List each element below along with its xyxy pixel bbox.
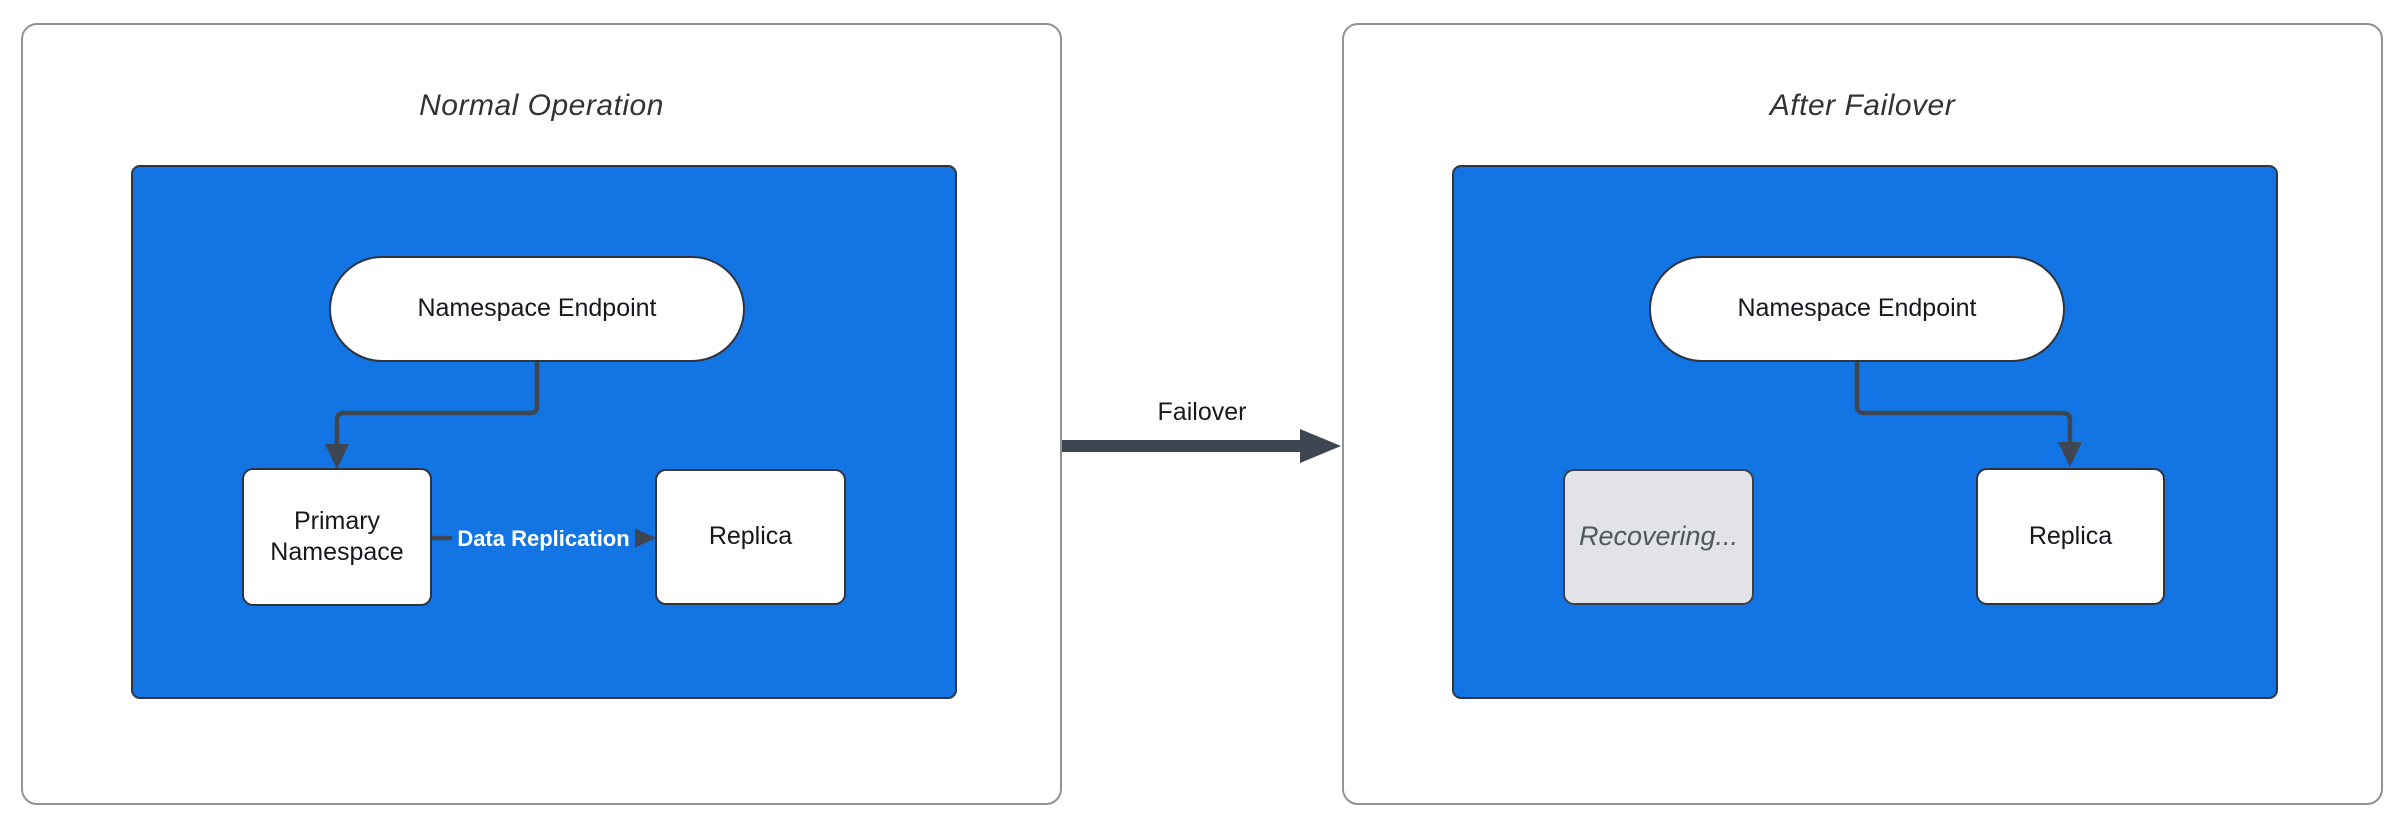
failover-transition: Failover bbox=[1062, 398, 1342, 468]
panel-title-after-failover: After Failover bbox=[1769, 89, 1956, 122]
panel-normal-operation: Normal Operation Namespace Endpoint Prim… bbox=[21, 23, 1062, 805]
node-label: Recovering... bbox=[1578, 521, 1739, 552]
blue-cluster-normal bbox=[131, 165, 957, 699]
panel-after-failover: After Failover Namespace Endpoint Recove… bbox=[1342, 23, 2383, 805]
node-replica-normal: Replica bbox=[655, 469, 846, 605]
blue-cluster-after bbox=[1452, 165, 2278, 699]
node-label: Namespace Endpoint bbox=[417, 294, 657, 323]
node-label: Replica bbox=[708, 522, 793, 551]
node-label: Replica bbox=[2028, 521, 2113, 550]
node-primary-namespace: Primary Namespace bbox=[242, 468, 432, 606]
node-label: Namespace Endpoint bbox=[1737, 294, 1977, 323]
node-recovering: Recovering... bbox=[1563, 469, 1754, 605]
panel-title-normal-operation: Normal Operation bbox=[419, 89, 664, 122]
failover-label: Failover bbox=[1157, 398, 1247, 426]
failover-arrow-icon bbox=[1062, 429, 1341, 463]
node-label: Primary Namespace bbox=[270, 506, 404, 566]
node-replica-after: Replica bbox=[1976, 468, 2165, 605]
node-namespace-endpoint-after: Namespace Endpoint bbox=[1649, 256, 2065, 362]
node-namespace-endpoint-normal: Namespace Endpoint bbox=[329, 256, 745, 362]
failover-arrowhead-icon bbox=[1300, 429, 1341, 463]
